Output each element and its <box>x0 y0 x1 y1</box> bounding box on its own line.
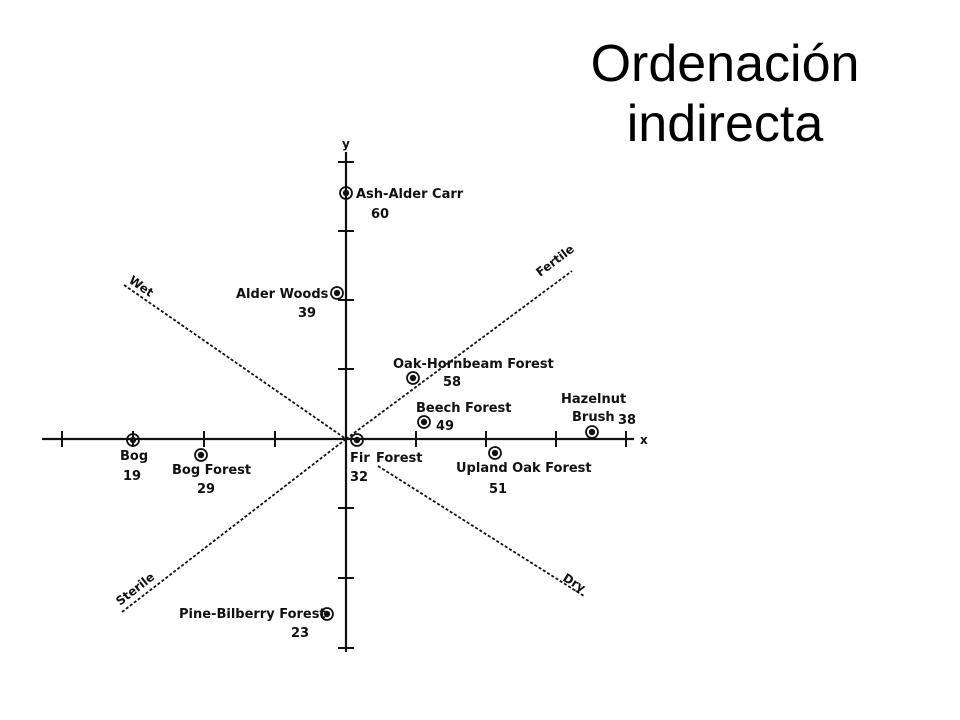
community-labels: Ash-Alder Carr 60 Alder Woods 39 Oak-Hor… <box>120 187 636 641</box>
value-pine-bilberry-forest: 23 <box>291 626 309 641</box>
marker-bog <box>126 433 140 447</box>
label-bog: Bog <box>120 449 148 464</box>
slide-title: Ordenación indirecta <box>560 34 890 154</box>
value-upland-oak-forest: 51 <box>489 482 507 497</box>
label-hazelnut: Hazelnut <box>561 392 626 407</box>
dry-label: Dry <box>560 571 588 596</box>
value-oak-hornbeam-forest: 58 <box>443 375 461 390</box>
title-line-1: Ordenación <box>590 35 860 93</box>
label-upland-oak-forest: Upland Oak Forest <box>456 461 592 476</box>
label-forest: Forest <box>376 451 422 466</box>
label-alder-woods: Alder Woods <box>236 287 329 302</box>
marker-hazelnut-brush <box>585 425 599 439</box>
marker-pine-bilberry-forest <box>320 607 334 621</box>
wet-label: Wet <box>126 273 156 300</box>
title-line-2: indirecta <box>626 95 824 153</box>
label-bog-forest: Bog Forest <box>172 463 251 478</box>
label-fir: Fir <box>350 451 370 466</box>
y-axis-label: y <box>342 137 350 151</box>
value-fir-forest: 32 <box>350 470 368 485</box>
label-brush: Brush <box>572 410 615 425</box>
fertile-gradient-line <box>345 270 573 440</box>
marker-ash-alder-carr <box>339 186 353 200</box>
value-alder-woods: 39 <box>298 306 316 321</box>
label-oak-hornbeam-forest: Oak-Hornbeam Forest <box>393 357 554 372</box>
dry-gradient-line <box>377 465 585 597</box>
label-ash-alder-carr: Ash-Alder Carr <box>356 187 464 202</box>
marker-beech-forest <box>417 415 431 429</box>
value-hazelnut-brush: 38 <box>618 413 636 428</box>
value-bog-forest: 29 <box>197 482 215 497</box>
value-beech-forest: 49 <box>436 419 454 434</box>
community-markers <box>126 186 599 621</box>
marker-oak-hornbeam-forest <box>406 371 420 385</box>
x-axis-label: x <box>640 433 648 447</box>
wet-gradient-line <box>123 284 347 440</box>
marker-alder-woods <box>330 286 344 300</box>
y-axis-ticks <box>338 161 354 649</box>
marker-fir-forest <box>350 433 364 447</box>
marker-upland-oak-forest <box>488 446 502 460</box>
marker-bog-forest <box>194 448 208 462</box>
x-axis-ticks <box>61 431 627 447</box>
value-bog: 19 <box>123 469 141 484</box>
fertile-label: Fertile <box>533 242 576 280</box>
value-ash-alder-carr: 60 <box>371 207 389 222</box>
label-beech-forest: Beech Forest <box>416 401 512 416</box>
sterile-gradient-line <box>121 438 347 613</box>
label-pine-bilberry-forest: Pine-Bilberry Forest <box>179 607 326 622</box>
